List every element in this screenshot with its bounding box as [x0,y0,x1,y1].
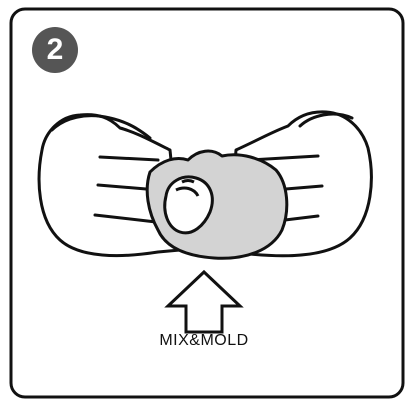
up-arrow-icon [168,272,240,332]
step-number: 2 [47,35,64,65]
putty-ball-icon [147,151,287,258]
step-number-badge: 2 [32,27,78,73]
step-caption: MIX&MOLD [0,332,408,350]
